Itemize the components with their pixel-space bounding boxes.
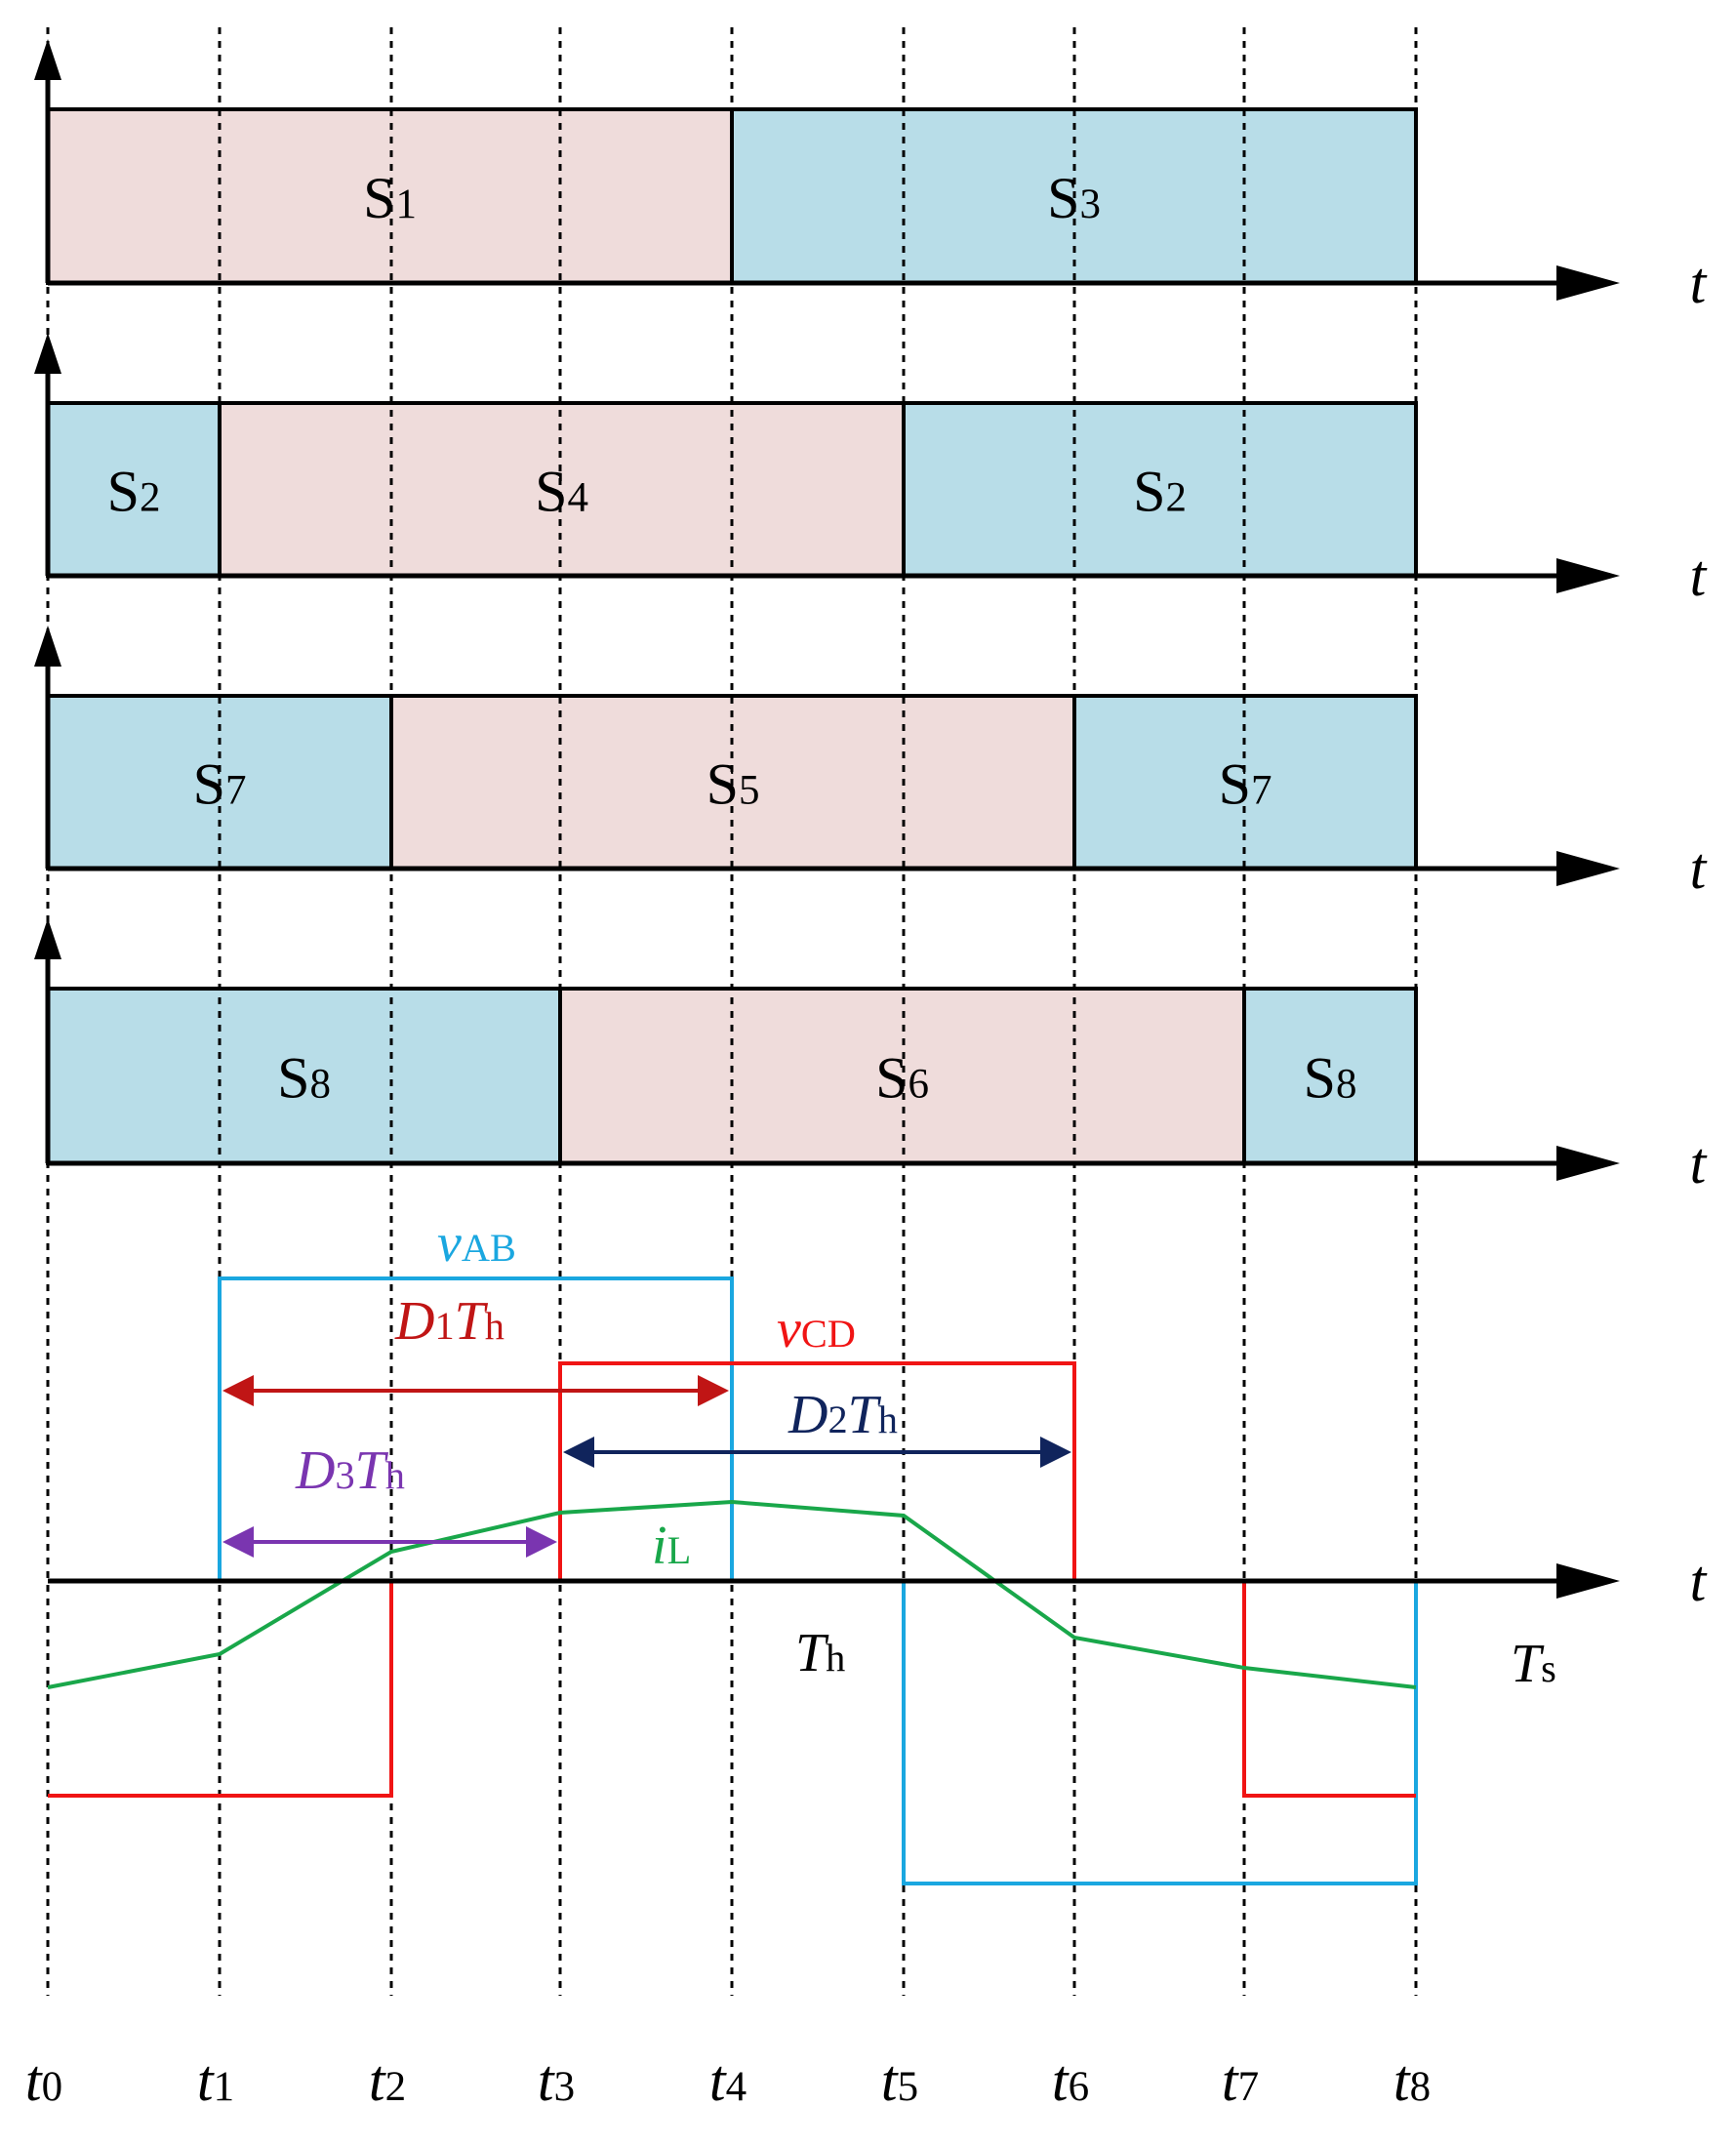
switch-label-2-3-base: S bbox=[1133, 460, 1165, 524]
t6-label-base: t bbox=[1052, 2048, 1070, 2113]
switch-label-2-3-sub: 2 bbox=[1165, 475, 1187, 521]
t7-label-base: t bbox=[1222, 2048, 1239, 2113]
time-axis-label: t bbox=[1690, 544, 1708, 608]
time-axis-arrowhead bbox=[1556, 1563, 1620, 1599]
t7-label-sub: 7 bbox=[1238, 2064, 1260, 2110]
switch-label-2-3: S2 bbox=[1133, 460, 1187, 524]
t4-label-sub: 4 bbox=[726, 2064, 747, 2110]
switch-label-4-3-base: S bbox=[1304, 1046, 1336, 1111]
t1-label-base: t bbox=[197, 2048, 215, 2113]
t1-label: t1 bbox=[197, 2048, 234, 2113]
il-label: iL bbox=[652, 1516, 691, 1576]
switch-label-3-1-sub: 7 bbox=[225, 768, 247, 814]
t6-label-sub: 6 bbox=[1069, 2064, 1090, 2110]
vcd-label: vCD bbox=[777, 1299, 856, 1359]
time-axis-arrowhead bbox=[1556, 851, 1620, 886]
switch-label-2-1-base: S bbox=[107, 460, 140, 524]
t8-label: t8 bbox=[1393, 2048, 1431, 2113]
switch-label-3-3-sub: 7 bbox=[1251, 768, 1272, 814]
t2-label: t2 bbox=[369, 2048, 406, 2113]
t1-label-sub: 1 bbox=[214, 2064, 235, 2110]
vcd-waveform-negative-1 bbox=[48, 1581, 393, 1798]
switch-label-2-1-sub: 2 bbox=[140, 475, 161, 521]
vab-waveform bbox=[218, 1276, 734, 1581]
switch-label-4-3: S8 bbox=[1304, 1046, 1357, 1111]
vcd-waveform-negative-2 bbox=[1242, 1581, 1416, 1798]
vertical-axis-arrowhead bbox=[34, 39, 61, 80]
gate-block-4-3 bbox=[1242, 987, 1418, 1165]
d1th-label: D1Th bbox=[394, 1291, 505, 1352]
switch-label-3-2-sub: 5 bbox=[739, 768, 760, 814]
t7-label: t7 bbox=[1222, 2048, 1259, 2113]
t8-label-base: t bbox=[1393, 2048, 1411, 2113]
t0-label-sub: 0 bbox=[42, 2064, 63, 2110]
gate-block-4-1 bbox=[46, 987, 562, 1165]
t5-label-base: t bbox=[881, 2048, 899, 2113]
time-axis-arrowhead bbox=[1556, 265, 1620, 301]
waveform-labels: vAB vCD D1Th D2Th D3Th iL Th Ts bbox=[295, 1213, 1556, 1694]
t2-label-sub: 2 bbox=[385, 2064, 407, 2110]
vertical-axis-arrowhead bbox=[34, 333, 61, 374]
time-axis-label: t bbox=[1690, 251, 1708, 315]
t0-label-base: t bbox=[25, 2048, 43, 2113]
ts-label: Ts bbox=[1511, 1634, 1556, 1694]
vab-waveform-negative bbox=[902, 1581, 1418, 1885]
switch-label-2-2-base: S bbox=[535, 460, 567, 524]
time-axis-4: t bbox=[34, 918, 1708, 1195]
time-axis-label: t bbox=[1690, 836, 1708, 901]
waveforms bbox=[47, 1276, 1418, 1885]
vertical-axis-arrowhead bbox=[34, 626, 61, 667]
vertical-axis-arrowhead bbox=[34, 918, 61, 959]
gate-block-2-3 bbox=[902, 401, 1418, 578]
t5-label-sub: 5 bbox=[898, 2064, 919, 2110]
switch-label-4-1-sub: 8 bbox=[309, 1062, 331, 1108]
t6-label: t6 bbox=[1052, 2048, 1089, 2113]
th-label: Th bbox=[795, 1623, 845, 1683]
t0-label: t0 bbox=[25, 2048, 62, 2113]
time-axis-label: t bbox=[1690, 1131, 1708, 1195]
t5-label: t5 bbox=[881, 2048, 918, 2113]
t4-label: t4 bbox=[709, 2048, 747, 2113]
t2-label-base: t bbox=[369, 2048, 386, 2113]
time-axis-label: t bbox=[1690, 1549, 1708, 1613]
d2th-label: D2Th bbox=[787, 1385, 898, 1445]
switch-label-2-1: S2 bbox=[107, 460, 161, 524]
t3-label: t3 bbox=[538, 2048, 575, 2113]
switch-label-4-2-sub: 6 bbox=[908, 1062, 929, 1108]
switch-label-3-3-base: S bbox=[1219, 752, 1251, 817]
time-axis-arrowhead bbox=[1556, 1146, 1620, 1181]
switch-label-1-1: S1 bbox=[363, 166, 417, 230]
il-waveform bbox=[47, 1499, 1417, 1689]
t3-label-sub: 3 bbox=[554, 2064, 576, 2110]
time-axis-5: t bbox=[48, 1549, 1708, 1613]
vcd-waveform bbox=[558, 1361, 1076, 1581]
switch-label-1-1-sub: 1 bbox=[395, 182, 417, 227]
switch-label-3-2-base: S bbox=[707, 752, 739, 817]
time-axes: t t t t t bbox=[34, 39, 1708, 1613]
switch-label-2-2-sub: 4 bbox=[567, 475, 588, 521]
switch-label-3-2: S5 bbox=[707, 752, 760, 817]
time-axis-arrowhead bbox=[1556, 558, 1620, 593]
switch-label-2-2: S4 bbox=[535, 460, 588, 524]
t8-label-sub: 8 bbox=[1410, 2064, 1432, 2110]
switch-label-4-1-base: S bbox=[277, 1046, 309, 1111]
vab-label: vAB bbox=[437, 1213, 516, 1274]
switch-label-1-2-sub: 3 bbox=[1079, 182, 1101, 227]
t4-label-base: t bbox=[709, 2048, 727, 2113]
d3th-label: D3Th bbox=[295, 1440, 405, 1501]
time-axis-2: t bbox=[34, 333, 1708, 608]
t3-label-base: t bbox=[538, 2048, 555, 2113]
switch-label-4-1: S8 bbox=[277, 1046, 331, 1111]
time-axis-1: t bbox=[34, 39, 1708, 315]
switch-label-4-3-sub: 8 bbox=[1336, 1062, 1357, 1108]
time-axis-3: t bbox=[34, 626, 1708, 901]
